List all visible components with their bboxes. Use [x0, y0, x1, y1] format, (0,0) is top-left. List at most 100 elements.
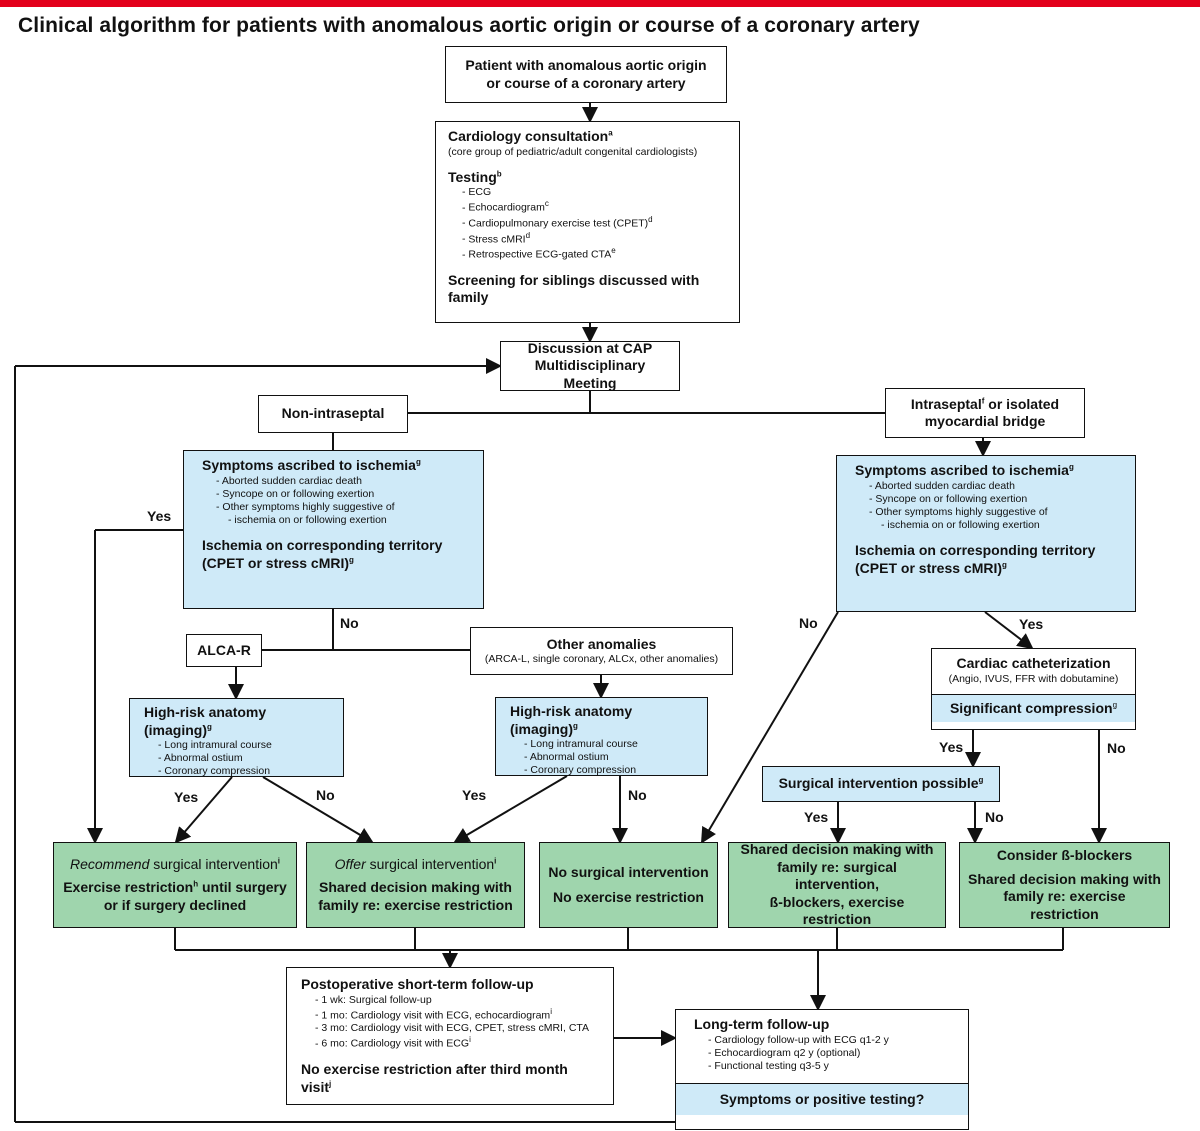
- long-term-item: Echocardiogram q2 y (optional): [708, 1047, 950, 1060]
- ischemia-footnote: g: [1002, 559, 1007, 569]
- high-risk-item: Abnormal ostium: [524, 751, 693, 764]
- postop-footer: No exercise restriction after third mont…: [301, 1061, 568, 1095]
- box-offer-surgery: Offer surgical interventioni Shared deci…: [306, 842, 525, 928]
- ischemia-title: Ischemia on corresponding territory: [202, 537, 443, 553]
- high-risk-item: Coronary compression: [158, 765, 329, 778]
- box-no-surgery: No surgical intervention No exercise res…: [539, 842, 718, 928]
- exercise-restriction-footnote: h: [193, 879, 199, 889]
- shared-decision-line-1: Shared decision making with: [740, 841, 934, 858]
- intraseptal-label: Intraseptal: [910, 395, 982, 412]
- ischemia-subtitle: (CPET or stress cMRI): [202, 554, 350, 571]
- box-long-term: Long-term follow-up Cardiology follow-up…: [675, 1009, 969, 1130]
- consultation-title: Cardiology consultation: [448, 128, 609, 144]
- cath-subtitle: (Angio, IVUS, FFR with dobutamine): [948, 672, 1119, 685]
- page-title: Clinical algorithm for patients with ano…: [18, 14, 920, 37]
- shared-decision-line-3: ß-blockers, exercise restriction: [769, 893, 905, 928]
- testing-footnote: b: [496, 168, 502, 178]
- exercise-restriction-line-2: or if surgery declined: [103, 896, 247, 913]
- beta-shared-decision-line-2: family re: exercise restriction: [1003, 888, 1126, 922]
- recommend-emphasis: Recommend: [69, 855, 150, 872]
- label-no: No: [985, 809, 1004, 825]
- box-surgical-possible: Surgical intervention possibleg: [762, 766, 1000, 802]
- test-footnote: d: [648, 214, 653, 224]
- test-item: ECG: [468, 186, 492, 199]
- box-symptoms-left: Symptoms ascribed to ischemiag Aborted s…: [183, 450, 484, 609]
- box-cap-meeting: Discussion at CAP Multidisciplinary Meet…: [500, 339, 680, 391]
- postop-title: Postoperative short-term follow-up: [301, 976, 534, 992]
- postop-footnote: i: [469, 1035, 471, 1045]
- box-other-anomalies: Other anomalies (ARCA-L, single coronary…: [470, 627, 733, 675]
- box-cardiac-cath: Cardiac catheterization (Angio, IVUS, FF…: [931, 648, 1136, 730]
- long-term-title: Long-term follow-up: [694, 1016, 830, 1032]
- symptoms-footnote: g: [415, 457, 421, 467]
- box-beta-blockers: Consider ß-blockers Shared decision maki…: [959, 842, 1170, 928]
- test-item: Stress cMRI: [468, 233, 526, 245]
- ischemia-subtitle: (CPET or stress cMRI): [855, 559, 1003, 576]
- cath-title: Cardiac catheterization: [956, 655, 1111, 671]
- high-risk-list: Long intramural course Abnormal ostium C…: [144, 739, 329, 778]
- symptom-item: Aborted sudden cardiac death: [869, 480, 1117, 493]
- symptom-item: Aborted sudden cardiac death: [216, 475, 465, 488]
- postop-footnote: i: [550, 1006, 552, 1016]
- label-no: No: [340, 615, 359, 631]
- box-symptoms-right: Symptoms ascribed to ischemiag Aborted s…: [836, 455, 1136, 612]
- high-risk-title: High-risk anatomy (imaging): [510, 703, 633, 737]
- high-risk-footnote: g: [573, 720, 578, 730]
- start-line-1: Patient with anomalous aortic origin: [465, 57, 707, 73]
- beta-shared-decision: Shared decision making with: [968, 870, 1161, 887]
- box-postoperative: Postoperative short-term follow-up 1 wk:…: [286, 967, 614, 1105]
- label-yes: Yes: [174, 789, 199, 805]
- high-risk-item: Long intramural course: [158, 739, 329, 752]
- postop-list: 1 wk: Surgical follow-up 1 mo: Cardiolog…: [301, 994, 599, 1052]
- long-term-list: Cardiology follow-up with ECG q1-2 y Ech…: [694, 1034, 950, 1073]
- label-yes: Yes: [804, 809, 829, 825]
- postop-footer-footnote: j: [329, 1078, 332, 1088]
- high-risk-footnote: g: [207, 721, 212, 731]
- symptoms-title: Symptoms ascribed to ischemia: [202, 457, 416, 473]
- box-high-risk-left: High-risk anatomy (imaging)g Long intram…: [129, 698, 344, 777]
- postop-item: 3 mo: Cardiology visit with ECG, CPET, s…: [315, 1022, 599, 1035]
- test-footnote: e: [611, 246, 616, 256]
- significant-compression-footnote: g: [1112, 700, 1118, 710]
- symptoms-footnote: g: [1068, 462, 1074, 472]
- box-shared-decision: Shared decision making with family re: s…: [728, 841, 946, 928]
- other-anomalies-title: Other anomalies: [546, 635, 657, 652]
- alca-r-label: ALCA-R: [197, 641, 251, 658]
- box-cardiology-consultation: Cardiology consultationa (core group of …: [435, 121, 740, 323]
- box-patient-start: Patient with anomalous aortic origin or …: [445, 46, 727, 103]
- offer-footnote: i: [494, 856, 497, 866]
- label-no: No: [316, 787, 335, 803]
- brand-top-bar: [0, 0, 1200, 7]
- offer-shared-decision: Shared decision making with: [319, 879, 512, 896]
- long-term-item: Cardiology follow-up with ECG q1-2 y: [708, 1034, 950, 1047]
- symptoms-title: Symptoms ascribed to ischemia: [855, 462, 1069, 478]
- symptoms-positive-testing: Symptoms or positive testing?: [676, 1082, 968, 1116]
- symptoms-list: Aborted sudden cardiac death Syncope on …: [202, 475, 465, 528]
- label-yes: Yes: [462, 787, 487, 803]
- recommend-footnote: i: [277, 856, 280, 866]
- label-no: No: [628, 787, 647, 803]
- no-surgery-label: No surgical intervention: [548, 863, 709, 880]
- test-item: Retrospective ECG-gated CTA: [468, 248, 612, 261]
- sibling-screening: Screening for siblings discussed with fa…: [448, 271, 700, 306]
- high-risk-item: Abnormal ostium: [158, 752, 329, 765]
- postop-item: 6 mo: Cardiology visit with ECG: [321, 1037, 470, 1050]
- beta-blockers-label: Consider ß-blockers: [996, 847, 1133, 863]
- testing-list: ECG Echocardiogramc Cardiopulmonary exer…: [448, 186, 727, 262]
- shared-decision-line-2: family re: surgical intervention,: [777, 858, 897, 893]
- long-term-item: Functional testing q3-5 y: [708, 1060, 950, 1073]
- non-intraseptal-label: Non-intraseptal: [281, 405, 385, 422]
- surgical-possible-footnote: g: [978, 775, 984, 785]
- symptom-item: Syncope on or following exertion: [216, 488, 465, 501]
- offer-shared-decision-line-2: family re: exercise restriction: [318, 896, 513, 913]
- ischemia-footnote: g: [349, 554, 354, 564]
- cap-line-1: Discussion at CAP: [527, 339, 653, 356]
- offer-emphasis: Offer: [334, 855, 366, 872]
- label-no: No: [799, 615, 818, 631]
- test-footnote: c: [544, 199, 549, 209]
- symptom-item-continued: ischemia on or following exertion: [869, 519, 1117, 532]
- recommend-label: surgical intervention: [153, 855, 278, 872]
- box-intraseptal: Intraseptalf or isolated myocardial brid…: [885, 388, 1085, 438]
- intraseptal-line-2: myocardial bridge: [924, 413, 1046, 429]
